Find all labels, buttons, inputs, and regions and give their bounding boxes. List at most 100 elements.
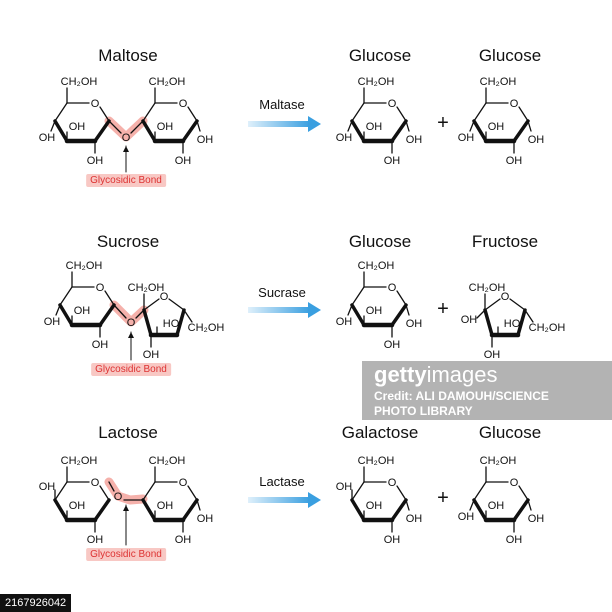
fructose-title: Fructose xyxy=(471,232,539,251)
bond-line xyxy=(99,106,110,122)
bond-line xyxy=(396,290,407,306)
atom-label: OH xyxy=(39,132,56,144)
atom-label: CH₂OH xyxy=(480,76,517,88)
reaction-arrow xyxy=(248,497,310,503)
bond-line xyxy=(187,485,198,501)
bond-line xyxy=(473,481,487,501)
bond-line xyxy=(351,102,365,122)
atom-label: OH xyxy=(69,500,86,512)
bond-line xyxy=(396,106,407,122)
glucose-title: Glucose xyxy=(478,46,542,65)
bond-line xyxy=(55,304,61,316)
bond-line xyxy=(484,298,501,311)
atom-label: O xyxy=(179,477,188,489)
atom-label: CH₂OH xyxy=(128,282,165,294)
bond-line xyxy=(50,120,56,132)
atom-label: CH₂OH xyxy=(149,455,186,467)
bond-line xyxy=(350,119,366,143)
reaction-arrow xyxy=(248,121,310,127)
image-id: 2167926042 xyxy=(0,594,72,612)
bond-line xyxy=(187,106,198,122)
bond-line xyxy=(108,481,115,492)
plus-sign: + xyxy=(437,487,449,509)
glucose-title: Glucose xyxy=(348,232,412,251)
atom-label: OH xyxy=(458,132,475,144)
atom-label: OH xyxy=(87,155,104,167)
atom-label: OH xyxy=(458,511,475,523)
bond-line xyxy=(527,120,532,132)
bond-line xyxy=(183,309,193,323)
pointer-arrow xyxy=(128,332,134,338)
atom-label: OH xyxy=(39,481,56,493)
atom-label: O xyxy=(388,98,397,110)
bond-line xyxy=(405,499,410,511)
atom-label: CH₂OH xyxy=(529,322,566,334)
bond-line xyxy=(99,485,110,501)
bond-line xyxy=(347,120,353,132)
atom-label: OH xyxy=(197,134,214,146)
arrow-head xyxy=(308,116,321,132)
bond-line xyxy=(54,481,68,501)
bond-line xyxy=(143,298,160,311)
atom-label: OH xyxy=(69,121,86,133)
atom-label: OH xyxy=(528,134,545,146)
reaction-arrow xyxy=(248,307,310,313)
atom-label: OH xyxy=(87,534,104,546)
bond-line xyxy=(483,308,494,337)
atom-label: OH xyxy=(197,513,214,525)
atom-label: CH₂OH xyxy=(188,322,225,334)
atom-label: O xyxy=(160,291,169,303)
atom-label: OH xyxy=(157,500,174,512)
bond-line xyxy=(524,309,534,323)
atom-label: O xyxy=(91,477,100,489)
pointer-arrow xyxy=(123,146,129,152)
bond-line xyxy=(142,308,153,337)
glycosidic-bond-label: Glycosidic Bond xyxy=(86,548,166,561)
atom-label: O xyxy=(501,291,510,303)
atom-label: CH₂OH xyxy=(358,76,395,88)
bond-line xyxy=(98,303,116,327)
atom-label: O xyxy=(179,98,188,110)
atom-label: HO xyxy=(163,318,180,330)
bond-line xyxy=(53,119,69,143)
atom-label: OH xyxy=(528,513,545,525)
plus-sign: + xyxy=(437,112,449,134)
atom-label: CH₂OH xyxy=(358,455,395,467)
bond-line xyxy=(196,499,201,511)
atom-label: OH xyxy=(461,314,478,326)
bond-line xyxy=(516,308,527,337)
bond-line xyxy=(142,481,156,501)
arrow-head xyxy=(308,302,321,318)
bond-line xyxy=(390,303,408,327)
glucose-title: Glucose xyxy=(348,46,412,65)
bond-line xyxy=(104,290,115,306)
bond-line xyxy=(527,499,532,511)
bond-line xyxy=(469,499,475,511)
lactose-title: Lactose xyxy=(98,423,158,442)
bond-line xyxy=(181,498,199,522)
pointer-arrow xyxy=(123,505,129,511)
atom-label: O xyxy=(122,132,131,144)
bond-line xyxy=(350,303,366,327)
atom-label: OH xyxy=(484,349,501,361)
bond-line xyxy=(518,485,529,501)
bond-line xyxy=(59,286,73,306)
plus-sign: + xyxy=(437,298,449,320)
bond-line xyxy=(142,102,156,122)
arrow-head xyxy=(308,492,321,508)
atom-label: OH xyxy=(384,155,401,167)
atom-label: OH xyxy=(366,305,383,317)
atom-label: HO xyxy=(504,318,521,330)
bond-line xyxy=(168,298,185,311)
maltose-title: Maltose xyxy=(98,46,158,65)
bond-line xyxy=(351,481,365,501)
galactose-title: Galactose xyxy=(341,423,419,442)
bond-line xyxy=(196,120,201,132)
atom-label: O xyxy=(388,282,397,294)
bond-line xyxy=(351,286,365,306)
atom-label: OH xyxy=(336,316,353,328)
atom-label: OH xyxy=(175,155,192,167)
